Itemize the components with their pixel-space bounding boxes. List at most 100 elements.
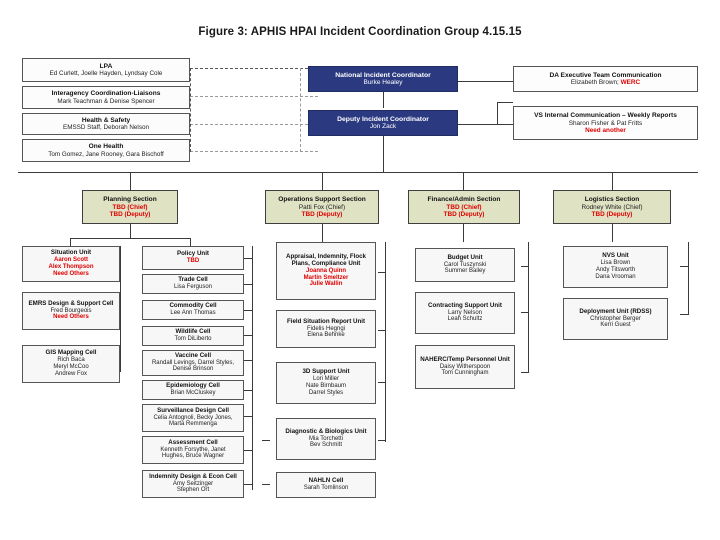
national-coordinator-name: Burke Healey — [363, 79, 403, 87]
unit-box-naherc-temp-personnel[interactable]: NAHERC/Temp Personnel Unit Daisy Withers… — [415, 345, 515, 389]
unit-title-gis: GIS Mapping Cell — [45, 349, 97, 357]
advisory-box-lpa[interactable]: LPA Ed Curlett, Joelle Hayden, Lyndsay C… — [22, 58, 190, 82]
unit-box-indemnity-design-econ[interactable]: Indemnity Design & Econ Cell Amy Seitzin… — [142, 470, 244, 498]
unit-title-deployment: Deployment Unit (RDSS) — [579, 307, 652, 315]
connector-deputy-down — [383, 136, 384, 172]
unit-title-field-situation: Field Situation Report Unit — [286, 317, 366, 325]
unit-member-nahln-0: Sarah Tomlinson — [303, 485, 349, 492]
unit-member-nvs-2: Dana Vrooman — [595, 273, 636, 280]
unit-member-surveillance-0: Celia Antognoli, Becky Jones, — [153, 414, 233, 421]
connector-nahln-stub — [262, 484, 270, 485]
connector-appraisal-stub — [378, 272, 386, 273]
section-deputy-finance: TBD (Deputy) — [443, 210, 485, 218]
unit-box-nahln-cell[interactable]: NAHLN Cell Sarah Tomlinson — [276, 472, 376, 498]
connector-assessment-stub — [244, 450, 253, 451]
unit-member-assessment-1: Hughes, Bruce Wagner — [161, 453, 225, 460]
connector-planning-split — [70, 238, 190, 239]
connector-vaccine-stub — [244, 360, 253, 361]
section-box-finance[interactable]: Finance/Admin Section TBD (Chief) TBD (D… — [408, 190, 520, 224]
unit-box-surveillance-design[interactable]: Surveillance Design Cell Celia Antognoli… — [142, 404, 244, 432]
connector-health-dashed — [190, 124, 318, 125]
advisory-title-lpa: LPA — [99, 62, 113, 70]
connector-fieldsit-stub — [378, 330, 386, 331]
unit-box-commodity[interactable]: Commodity Cell Lee Ann Thomas — [142, 300, 244, 320]
connector-advisory-left-bus — [190, 68, 191, 152]
unit-box-assessment[interactable]: Assessment Cell Kenneth Forsythe, Janet … — [142, 436, 244, 464]
advisory-members-interagency: Mark Teachman & Denise Spencer — [57, 97, 155, 105]
vs-internal-title: VS Internal Communication – Weekly Repor… — [534, 112, 677, 120]
unit-box-contracting-support[interactable]: Contracting Support Unit Larry Nelson Le… — [415, 292, 515, 334]
advisory-title-health-safety: Health & Safety — [81, 116, 131, 124]
unit-member-diagnostic-1: Bev Schmitt — [309, 442, 342, 449]
unit-box-emrs-design-support[interactable]: EMRS Design & Support Cell Fred Bourgeoi… — [22, 292, 120, 330]
unit-box-epidemiology[interactable]: Epidemiology Cell Brian McCluskey — [142, 380, 244, 400]
connector-planning-right-drop — [190, 238, 191, 246]
unit-member-surveillance-1: Marta Remmenga — [168, 421, 218, 428]
section-title-operations: Operations Support Section — [278, 196, 366, 204]
unit-box-budget[interactable]: Budget Unit Carol Tuszynski Summer Baile… — [415, 248, 515, 282]
unit-member-indemnity-1: Stephen Ort — [176, 487, 210, 494]
connector-contracting-stub — [521, 312, 529, 313]
connector-epi-stub — [244, 390, 253, 391]
national-incident-coordinator-box[interactable]: National Incident Coordinator Burke Heal… — [308, 66, 458, 92]
advisory-box-interagency[interactable]: Interagency Coordination-Liaisons Mark T… — [22, 86, 190, 109]
unit-box-appraisal-indemnity-compliance[interactable]: Appraisal, Indemnity, Flock Plans, Compl… — [276, 242, 376, 300]
figure-title: Figure 3: APHIS HPAI Incident Coordinati… — [198, 26, 522, 38]
da-exec-members: Elizabeth Brown; WERC — [570, 79, 641, 87]
unit-member-emrs-0: Fred Bourgeois — [50, 307, 92, 314]
advisory-box-health-safety[interactable]: Health & Safety EMSSD Staff, Deborah Nel… — [22, 113, 190, 135]
deputy-incident-coordinator-box[interactable]: Deputy Incident Coordinator Jon Zack — [308, 110, 458, 136]
connector-logistics-spine — [688, 242, 689, 314]
section-box-operations[interactable]: Operations Support Section Patti Fox (Ch… — [265, 190, 379, 224]
advisory-box-one-health[interactable]: One Health Tom Gomez, Jane Rooney, Gara … — [22, 139, 190, 162]
connector-logistics-down — [612, 224, 613, 242]
unit-title-surveillance: Surveillance Design Cell — [157, 406, 229, 414]
connector-lpa-dashed — [190, 68, 318, 69]
unit-box-trade[interactable]: Trade Cell Lisa Ferguson — [142, 274, 244, 294]
connector-planning-left-drop — [70, 238, 71, 246]
connector-diagnostic-stub — [378, 440, 386, 441]
unit-title-vaccine: Vaccine Cell — [174, 351, 212, 359]
unit-member-budget-1: Summer Bailey — [444, 268, 486, 275]
connector-surveillance-stub — [244, 416, 253, 417]
connector-comm-stub — [497, 102, 513, 103]
connector-operations-spine — [385, 242, 386, 442]
connector-3d-stub — [378, 382, 386, 383]
unit-member-vaccine-1: Denise Brinson — [172, 366, 214, 373]
connector-planning-down — [130, 224, 131, 238]
unit-title-nvs: NVS Unit — [602, 252, 629, 260]
connector-planning-right-spine — [252, 246, 253, 490]
unit-member-commodity-0: Lee Ann Thomas — [170, 310, 216, 317]
unit-box-wildlife[interactable]: Wildlife Cell Tom DiLiberto — [142, 326, 244, 346]
section-deputy-logistics: TBD (Deputy) — [591, 210, 633, 218]
section-box-planning[interactable]: Planning Section TBD (Chief) TBD (Deputy… — [82, 190, 178, 224]
advisory-members-lpa: Ed Curlett, Joelle Hayden, Lyndsay Cole — [49, 70, 163, 78]
connector-bus-logistics — [612, 172, 613, 190]
unit-box-deployment-rdss[interactable]: Deployment Unit (RDSS) Christopher Berge… — [563, 298, 668, 340]
unit-member-deployment-1: Kerri Guest — [600, 322, 631, 329]
unit-box-3d-support[interactable]: 3D Support Unit Lori Miller Nate Birnbau… — [276, 362, 376, 404]
vs-internal-communication-box[interactable]: VS Internal Communication – Weekly Repor… — [513, 106, 698, 140]
unit-member-contracting-1: Leah Schultz — [447, 316, 483, 323]
unit-member-appraisal-2: Julie Wallin — [309, 281, 343, 288]
unit-box-situation[interactable]: Situation Unit Aaron Scott Alex Thompson… — [22, 246, 120, 282]
unit-member-field-situation-1: Elena Behnke — [307, 332, 345, 339]
connector-finance-spine — [528, 242, 529, 372]
unit-title-trade: Trade Cell — [178, 276, 208, 284]
da-executive-communication-box[interactable]: DA Executive Team Communication Elizabet… — [513, 66, 698, 92]
unit-member-gis-2: Andrew Fox — [54, 370, 87, 377]
unit-title-appraisal: Appraisal, Indemnity, Flock Plans, Compl… — [286, 252, 366, 267]
section-box-logistics[interactable]: Logistics Section Rodney White (Chief) T… — [553, 190, 671, 224]
unit-box-diagnostic-biologics[interactable]: Diagnostic & Biologics Unit Mia Torchett… — [276, 418, 376, 460]
unit-member-appraisal-0: Joanna Quinn — [305, 267, 346, 274]
unit-box-policy[interactable]: Policy Unit TBD — [142, 246, 244, 270]
unit-box-field-situation-report[interactable]: Field Situation Report Unit Fidelis Hegn… — [276, 310, 376, 348]
unit-title-situation: Situation Unit — [50, 249, 92, 257]
unit-box-gis-mapping[interactable]: GIS Mapping Cell Rich Baca Meryl McCoo A… — [22, 345, 120, 383]
connector-interagency-dashed — [190, 96, 318, 97]
da-exec-werc: WERC — [620, 79, 641, 87]
section-deputy-planning: TBD (Deputy) — [109, 210, 151, 218]
connector-onehealth-dashed — [190, 151, 318, 152]
unit-box-nvs[interactable]: NVS Unit Lisa Brown Andy Titsworth Dana … — [563, 246, 668, 288]
unit-box-vaccine[interactable]: Vaccine Cell Randall Levings, Darrel Sty… — [142, 350, 244, 376]
